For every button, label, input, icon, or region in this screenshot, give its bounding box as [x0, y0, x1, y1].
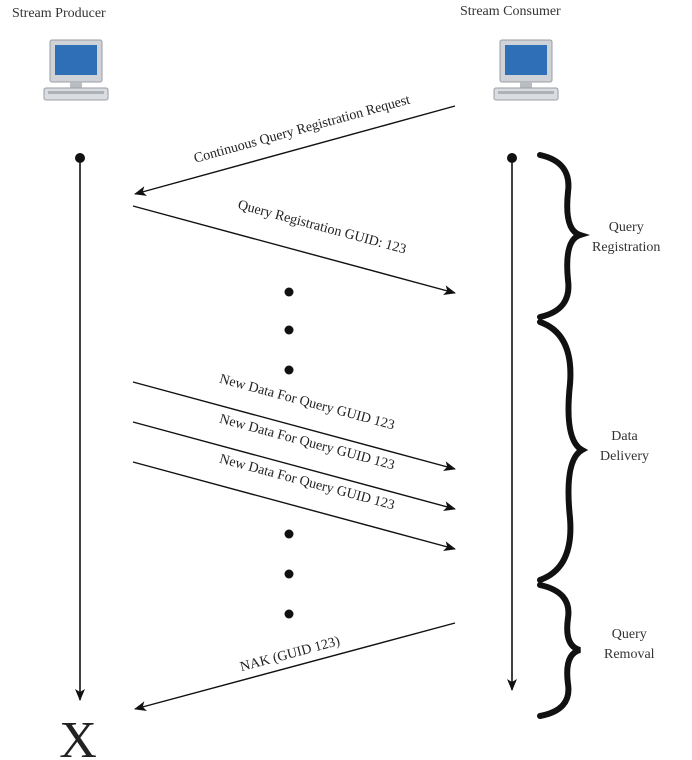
message-nak: NAK (GUID 123) — [134, 622, 456, 711]
brace-query-removal — [537, 582, 582, 719]
producer-lifeline — [75, 153, 85, 701]
producer-label: Stream Producer — [12, 6, 106, 21]
consumer-computer-icon — [493, 39, 559, 101]
ellipsis-dots-upper — [284, 287, 294, 375]
brace-data-delivery — [537, 319, 589, 583]
consumer-label: Stream Consumer — [460, 4, 561, 19]
message-registration-guid: Query Registration GUID: 123 — [132, 198, 456, 295]
message-new-data-1: New Data For Query GUID 123 — [132, 372, 456, 471]
svg-text:NAK (GUID 123): NAK (GUID 123) — [239, 634, 342, 675]
message-new-data-2: New Data For Query GUID 123 — [132, 412, 456, 511]
ellipsis-dots-lower — [284, 529, 294, 619]
message-new-data-3: New Data For Query GUID 123 — [132, 452, 456, 551]
svg-text:Query Registration GUID: 123: Query Registration GUID: 123 — [236, 198, 408, 258]
message-registration-request: Continuous Query Registration Request — [134, 93, 456, 196]
consumer-lifeline — [507, 153, 517, 691]
svg-text:Continuous Query Registration: Continuous Query Registration Request — [192, 93, 412, 167]
producer-computer-icon — [43, 39, 109, 101]
brace-query-registration — [537, 152, 591, 320]
terminator-x: X — [59, 712, 97, 760]
